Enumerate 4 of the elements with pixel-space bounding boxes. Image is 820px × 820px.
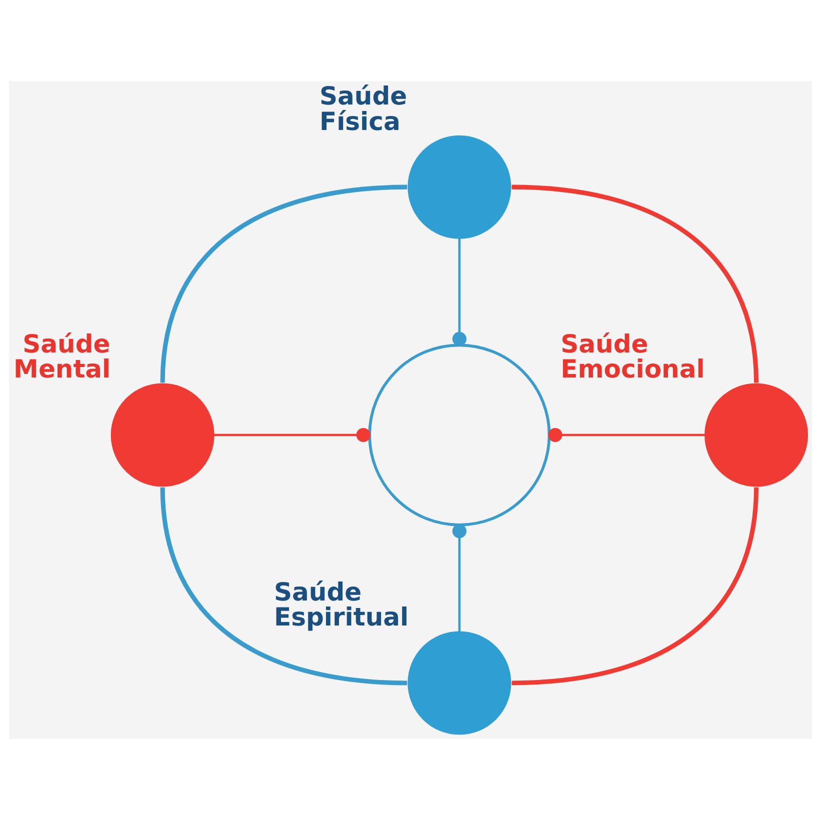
- node-label: Saúde Física: [319, 82, 407, 136]
- node-label: Saúde Mental: [13, 330, 110, 384]
- node-label: Saúde Espiritual: [274, 578, 408, 632]
- node-label: Saúde Emocional: [560, 330, 704, 384]
